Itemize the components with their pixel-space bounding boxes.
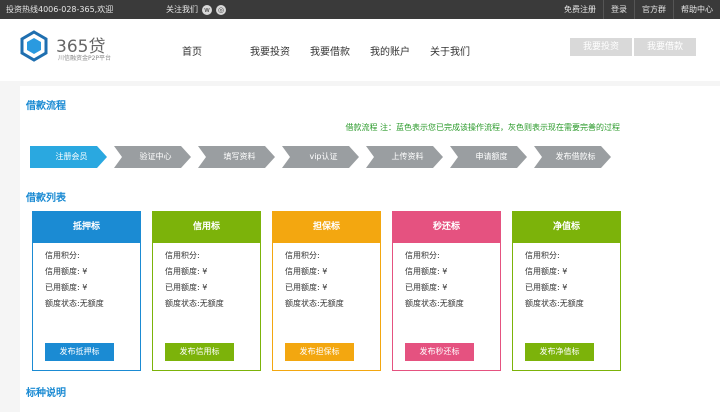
logo-subtitle: 川信融资金P2P平台 bbox=[58, 55, 112, 62]
hotline-text: 投资热线4006-028-365,欢迎 bbox=[6, 5, 114, 14]
loan-card: 净值标信用积分: 信用额度: ¥ 已用额度: ¥ 额度状态:无额度发布净值标 bbox=[512, 211, 621, 371]
logo-text: 365贷 bbox=[56, 37, 105, 57]
follow-us: 关注我们 w ◎ bbox=[166, 4, 226, 15]
loan-card-row: 信用积分: bbox=[525, 251, 560, 260]
loan-card-row: 已用额度: ¥ bbox=[285, 283, 328, 292]
nav-account[interactable]: 我的账户 bbox=[370, 47, 410, 58]
process-step-label: 上传资料 bbox=[391, 152, 424, 161]
process-step-label: 发布借款标 bbox=[555, 152, 596, 161]
step-arrow-shape bbox=[534, 146, 611, 168]
loan-card-row: 已用额度: ¥ bbox=[405, 283, 448, 292]
step-arrow-shape bbox=[198, 146, 275, 168]
loan-card-row: 信用积分: bbox=[405, 251, 440, 260]
weibo-icon[interactable]: w bbox=[202, 4, 212, 15]
register-link[interactable]: 免费注册 bbox=[564, 5, 596, 14]
header-invest-button[interactable]: 我要投资 bbox=[570, 38, 632, 56]
nav-borrow[interactable]: 我要借款 bbox=[310, 47, 350, 58]
process-step: 注册会员 bbox=[30, 146, 107, 168]
site-logo[interactable]: 365贷 bbox=[20, 30, 130, 70]
wechat-icon[interactable]: ◎ bbox=[216, 4, 226, 15]
process-step: 发布借款标 bbox=[534, 146, 611, 168]
loan-card: 担保标信用积分: 信用额度: ¥ 已用额度: ¥ 额度状态:无额度发布担保标 bbox=[272, 211, 381, 371]
loan-card-row: 额度状态:无额度 bbox=[405, 299, 464, 308]
loan-card-body: 信用积分: 信用额度: ¥ 已用额度: ¥ 额度状态:无额度发布信用标 bbox=[152, 243, 261, 371]
process-step: 申请额度 bbox=[450, 146, 527, 168]
step-arrow-shape bbox=[30, 146, 107, 168]
loan-list-title: 借款列表 bbox=[26, 193, 66, 204]
publish-loan-button[interactable]: 发布担保标 bbox=[285, 343, 354, 361]
header-borrow-button[interactable]: 我要借款 bbox=[634, 38, 696, 56]
site-header: 365贷 川信融资金P2P平台 首页 我要投资 我要借款 我的账户 关于我们 我… bbox=[0, 19, 720, 81]
process-note: 借款流程 注：蓝色表示您已完成该操作流程，灰色则表示现在需要完善的过程 bbox=[345, 123, 620, 132]
login-link[interactable]: 登录 bbox=[603, 0, 634, 19]
top-bar: 投资热线4006-028-365,欢迎 关注我们 w ◎ 免费注册 登录 官方群… bbox=[0, 0, 720, 19]
nav-about[interactable]: 关于我们 bbox=[430, 47, 470, 58]
nav-invest[interactable]: 我要投资 bbox=[250, 47, 290, 58]
loan-card-title: 秒还标 bbox=[392, 211, 501, 243]
loan-card-body: 信用积分: 信用额度: ¥ 已用额度: ¥ 额度状态:无额度发布抵押标 bbox=[32, 243, 141, 371]
loan-card-row: 已用额度: ¥ bbox=[165, 283, 208, 292]
loan-card-row: 已用额度: ¥ bbox=[45, 283, 88, 292]
publish-loan-button[interactable]: 发布净值标 bbox=[525, 343, 594, 361]
help-center-link[interactable]: 帮助中心 bbox=[673, 0, 720, 19]
process-step-label: vip认证 bbox=[309, 152, 338, 161]
loan-card-row: 信用积分: bbox=[285, 251, 320, 260]
loan-card-row: 信用积分: bbox=[45, 251, 80, 260]
loan-card-body: 信用积分: 信用额度: ¥ 已用额度: ¥ 额度状态:无额度发布担保标 bbox=[272, 243, 381, 371]
follow-label: 关注我们 bbox=[166, 5, 198, 14]
loan-card-title: 信用标 bbox=[152, 211, 261, 243]
process-step: vip认证 bbox=[282, 146, 359, 168]
loan-card-title: 抵押标 bbox=[32, 211, 141, 243]
loan-card-row: 信用额度: ¥ bbox=[285, 267, 328, 276]
loan-card-title: 担保标 bbox=[272, 211, 381, 243]
loan-card: 信用标信用积分: 信用额度: ¥ 已用额度: ¥ 额度状态:无额度发布信用标 bbox=[152, 211, 261, 371]
loan-card-row: 信用额度: ¥ bbox=[165, 267, 208, 276]
loan-card-row: 额度状态:无额度 bbox=[285, 299, 344, 308]
loan-card-row: 额度状态:无额度 bbox=[45, 299, 104, 308]
process-step: 验证中心 bbox=[114, 146, 191, 168]
loan-card-row: 额度状态:无额度 bbox=[525, 299, 584, 308]
nav-home[interactable]: 首页 bbox=[182, 47, 202, 58]
publish-loan-button[interactable]: 发布信用标 bbox=[165, 343, 234, 361]
loan-card-title: 净值标 bbox=[512, 211, 621, 243]
loan-card-row: 已用额度: ¥ bbox=[525, 283, 568, 292]
process-step-label: 申请额度 bbox=[475, 152, 508, 161]
loan-card: 秒还标信用积分: 信用额度: ¥ 已用额度: ¥ 额度状态:无额度发布秒还标 bbox=[392, 211, 501, 371]
types-title: 标种说明 bbox=[26, 388, 66, 399]
publish-loan-button[interactable]: 发布抵押标 bbox=[45, 343, 114, 361]
process-step: 填写资料 bbox=[198, 146, 275, 168]
logo-cube-icon: 365贷 bbox=[20, 30, 105, 62]
loan-card-body: 信用积分: 信用额度: ¥ 已用额度: ¥ 额度状态:无额度发布秒还标 bbox=[392, 243, 501, 371]
step-arrow-shape bbox=[282, 146, 359, 168]
step-arrow-shape bbox=[114, 146, 191, 168]
loan-card-row: 信用额度: ¥ bbox=[45, 267, 88, 276]
main-content: 借款流程 借款流程 注：蓝色表示您已完成该操作流程，灰色则表示现在需要完善的过程… bbox=[20, 86, 720, 412]
loan-card: 抵押标信用积分: 信用额度: ¥ 已用额度: ¥ 额度状态:无额度发布抵押标 bbox=[32, 211, 141, 371]
loan-card-body: 信用积分: 信用额度: ¥ 已用额度: ¥ 额度状态:无额度发布净值标 bbox=[512, 243, 621, 371]
loan-card-row: 信用额度: ¥ bbox=[525, 267, 568, 276]
process-step-label: 验证中心 bbox=[139, 152, 172, 161]
step-arrow-shape bbox=[366, 146, 443, 168]
process-step: 上传资料 bbox=[366, 146, 443, 168]
step-arrow-shape bbox=[450, 146, 527, 168]
publish-loan-button[interactable]: 发布秒还标 bbox=[405, 343, 474, 361]
loan-card-row: 额度状态:无额度 bbox=[165, 299, 224, 308]
loan-card-row: 信用积分: bbox=[165, 251, 200, 260]
loan-card-row: 信用额度: ¥ bbox=[405, 267, 448, 276]
process-step-label: 填写资料 bbox=[223, 152, 256, 161]
official-group-link[interactable]: 官方群 bbox=[634, 0, 673, 19]
top-links: 免费注册 登录 官方群 帮助中心 bbox=[557, 0, 720, 19]
process-step-label: 注册会员 bbox=[55, 152, 88, 161]
process-title: 借款流程 bbox=[26, 101, 66, 112]
main-nav: 首页 我要投资 我要借款 我的账户 关于我们 bbox=[172, 43, 480, 58]
